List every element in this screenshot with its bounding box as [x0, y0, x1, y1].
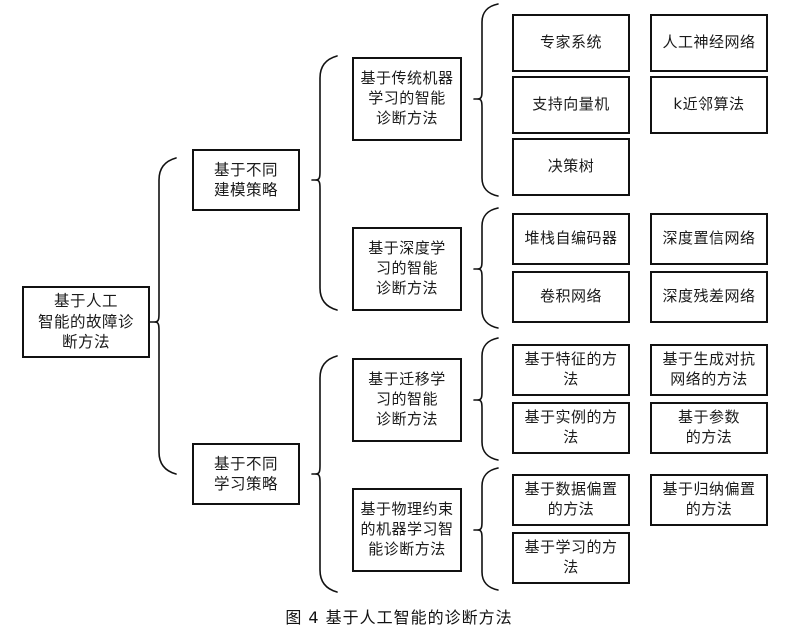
brace-modeling-to-level3-lower	[315, 179, 338, 311]
node-leaf-decision-tree[interactable]: 决策树	[512, 138, 630, 196]
brace-deeplearning-to-leaves-upper	[473, 207, 499, 270]
brace-transferlearning-to-leaves-lower	[477, 399, 499, 461]
brace-learning-to-level3-upper	[311, 355, 338, 475]
node-leaf-feature-based-method[interactable]: 基于特征的方法	[512, 344, 630, 396]
node-leaf-stacked-autoencoder[interactable]: 堆栈自编码器	[512, 213, 630, 265]
node-leaf-deep-belief-network[interactable]: 深度置信网络	[650, 213, 768, 265]
brace-physicsinformed-to-leaves-upper	[473, 467, 499, 531]
brace-root-to-level2-lower	[154, 321, 177, 475]
node-leaf-knn[interactable]: k近邻算法	[650, 76, 768, 134]
brace-deeplearning-to-leaves-lower	[477, 268, 499, 329]
node-level2-learning-strategy[interactable]: 基于不同 学习策略	[192, 443, 300, 505]
node-leaf-convolutional-network[interactable]: 卷积网络	[512, 271, 630, 323]
node-leaf-learning-based-method[interactable]: 基于学习的方法	[512, 532, 630, 584]
node-level3-deep-learning[interactable]: 基于深度学 习的智能 诊断方法	[352, 227, 462, 311]
node-leaf-svm[interactable]: 支持向量机	[512, 76, 630, 134]
node-leaf-expert-system[interactable]: 专家系统	[512, 14, 630, 72]
brace-root-to-level2-upper	[149, 157, 177, 323]
node-root-ai-fault-diagnosis[interactable]: 基于人工 智能的故障诊 断方法	[22, 286, 150, 358]
brace-modeling-to-level3-upper	[311, 55, 338, 181]
brace-traditionalml-to-leaves-lower	[477, 98, 499, 197]
node-leaf-data-bias-based-method[interactable]: 基于数据偏置 的方法	[512, 474, 630, 526]
node-leaf-parameter-based-method[interactable]: 基于参数 的方法	[650, 402, 768, 454]
brace-traditionalml-to-leaves-upper	[473, 3, 499, 100]
node-level3-traditional-ml[interactable]: 基于传统机器 学习的智能 诊断方法	[352, 57, 462, 141]
figure-caption: 图 4 基于人工智能的诊断方法	[285, 608, 513, 627]
node-leaf-deep-residual-network[interactable]: 深度残差网络	[650, 271, 768, 323]
node-level2-modeling-strategy[interactable]: 基于不同 建模策略	[192, 149, 300, 211]
node-leaf-artificial-neural-network[interactable]: 人工神经网络	[650, 14, 768, 72]
brace-transferlearning-to-leaves-upper	[473, 337, 499, 401]
node-leaf-instance-based-method[interactable]: 基于实例的方法	[512, 402, 630, 454]
node-level3-transfer-learning[interactable]: 基于迁移学 习的智能 诊断方法	[352, 358, 462, 442]
node-level3-physics-informed[interactable]: 基于物理约束 的机器学习智 能诊断方法	[352, 488, 462, 572]
brace-learning-to-level3-lower	[315, 473, 338, 593]
node-leaf-gan-based-method[interactable]: 基于生成对抗 网络的方法	[650, 344, 768, 396]
brace-physicsinformed-to-leaves-lower	[477, 529, 499, 591]
node-leaf-inductive-bias-based-method[interactable]: 基于归纳偏置 的方法	[650, 474, 768, 526]
